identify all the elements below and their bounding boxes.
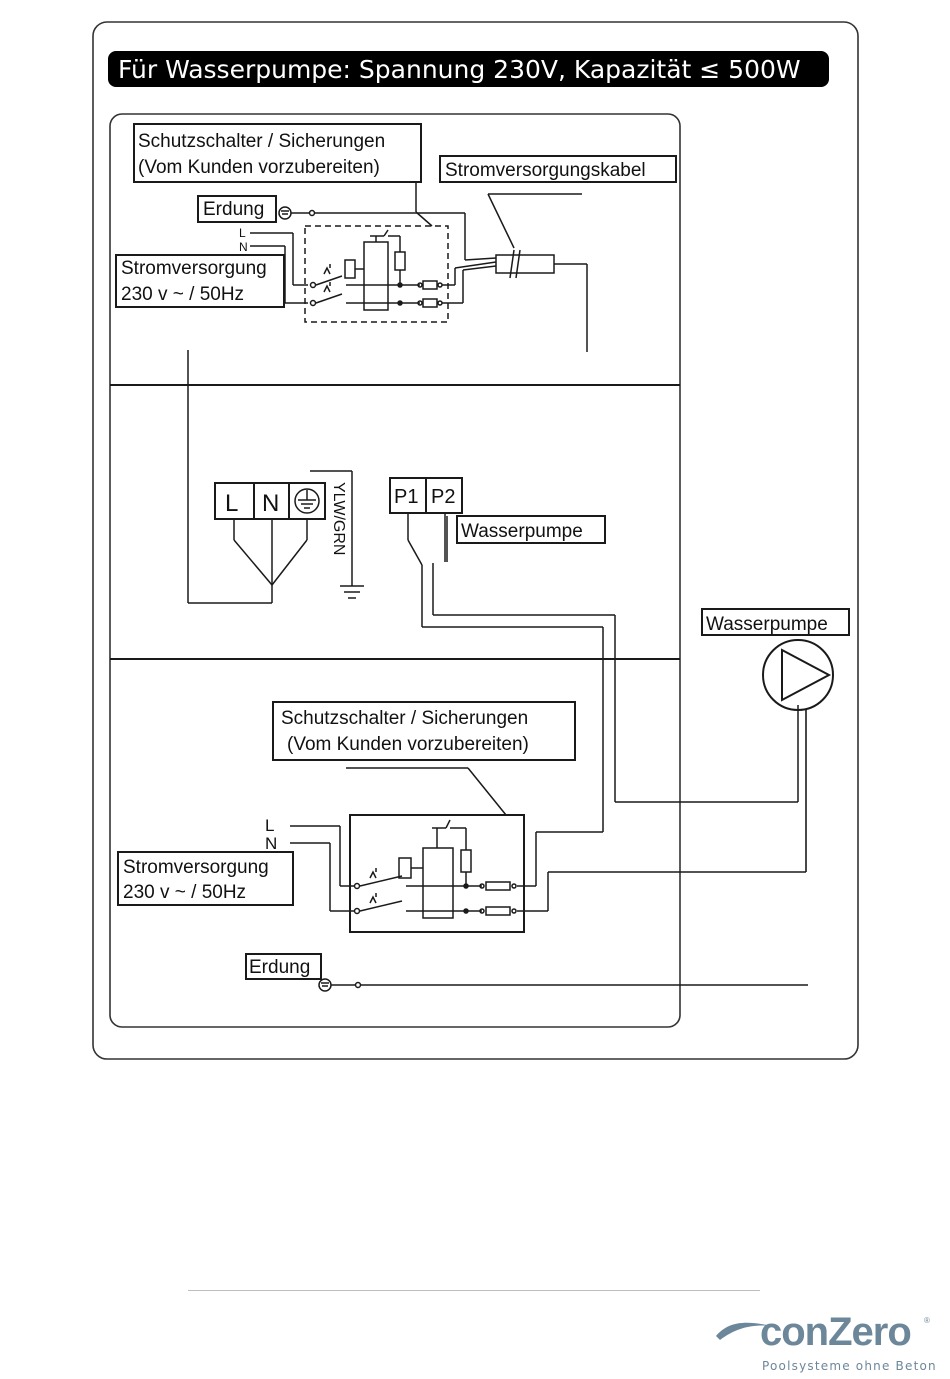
l-label-top: L xyxy=(239,226,246,240)
wave-icon xyxy=(716,1322,772,1340)
breaker-label-bottom-line2: (Vom Kunden vorzubereiten) xyxy=(287,734,529,755)
pump-symbol-label: Wasserpumpe xyxy=(706,614,828,635)
title-bar xyxy=(108,51,829,87)
brand-name: conZero xyxy=(760,1310,912,1354)
l-label-bottom: L xyxy=(265,816,274,835)
supply-label-bottom-line2: 230 v ~ / 50Hz xyxy=(123,882,246,903)
inner-frame xyxy=(109,113,681,1028)
terminal-n: N xyxy=(262,490,279,517)
bottom-section xyxy=(117,701,808,992)
bottom-section-text: Schutzschalter / Sicherungen (Vom Kunden… xyxy=(123,708,529,978)
pump-symbol xyxy=(548,608,850,873)
footer-rule xyxy=(188,1290,760,1291)
supply-label-bottom-line1: Stromversorgung xyxy=(123,857,269,878)
pump-terminal-label: Wasserpumpe xyxy=(461,521,583,542)
title: Für Wasserpumpe: Spannung 230V, Kapazitä… xyxy=(118,55,801,84)
earth-label-bottom: Erdung xyxy=(249,957,310,978)
cable-label: Stromversorgungskabel xyxy=(445,160,646,181)
breaker-label-line2: (Vom Kunden vorzubereiten) xyxy=(138,157,380,178)
supply-label-line2: 230 v ~ / 50Hz xyxy=(121,284,244,305)
terminal-p1: P1 xyxy=(394,486,418,508)
supply-label-line1: Stromversorgung xyxy=(121,258,267,279)
n-label-top: N xyxy=(239,240,248,254)
breaker-label-bottom-line1: Schutzschalter / Sicherungen xyxy=(281,708,528,729)
middle-section xyxy=(188,470,799,832)
terminal-p2: P2 xyxy=(431,486,455,508)
middle-section-text: L N YLW/GRN P1 P2 Wasserpumpe xyxy=(225,482,583,555)
n-label-bottom: N xyxy=(265,834,277,853)
top-section xyxy=(115,123,677,603)
brand-registered: ® xyxy=(924,1316,930,1325)
brand-tagline: Poolsysteme ohne Beton xyxy=(762,1359,937,1373)
outer-frame xyxy=(92,21,859,1060)
breaker-label-line1: Schutzschalter / Sicherungen xyxy=(138,131,385,152)
brand-logo: conZero ® Poolsysteme ohne Beton xyxy=(712,1310,937,1378)
ground-wire-label: YLW/GRN xyxy=(330,482,347,555)
earth-label-top: Erdung xyxy=(203,199,264,220)
top-section-text: Schutzschalter / Sicherungen (Vom Kunden… xyxy=(121,131,646,305)
terminal-l: L xyxy=(225,490,238,517)
